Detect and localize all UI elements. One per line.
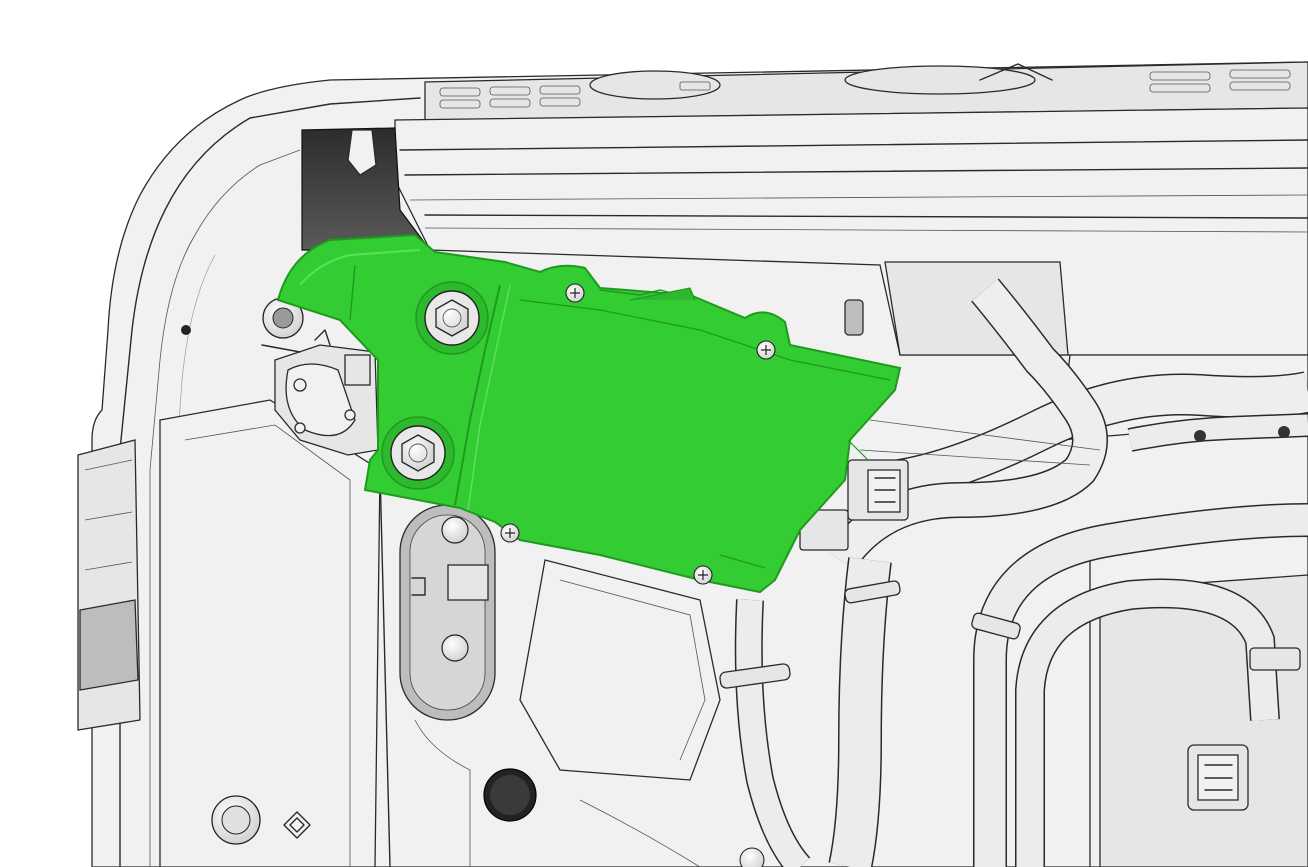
highlighted-bracket [276,233,902,594]
bracket-bolt-upper [415,281,489,355]
hose-routing [719,278,1308,867]
latch-mechanism [261,329,379,456]
bracket-screws [500,283,776,585]
top-grille [394,61,1308,356]
recess-fasteners [1194,426,1290,442]
bracket-bolt-lower [381,416,455,490]
drain-plug [483,768,537,822]
electrical-connectors [799,299,1249,811]
body-fasteners [181,297,765,867]
bumper-end [77,439,141,731]
dark-cavity [301,127,432,251]
slotted-opening [399,504,496,721]
